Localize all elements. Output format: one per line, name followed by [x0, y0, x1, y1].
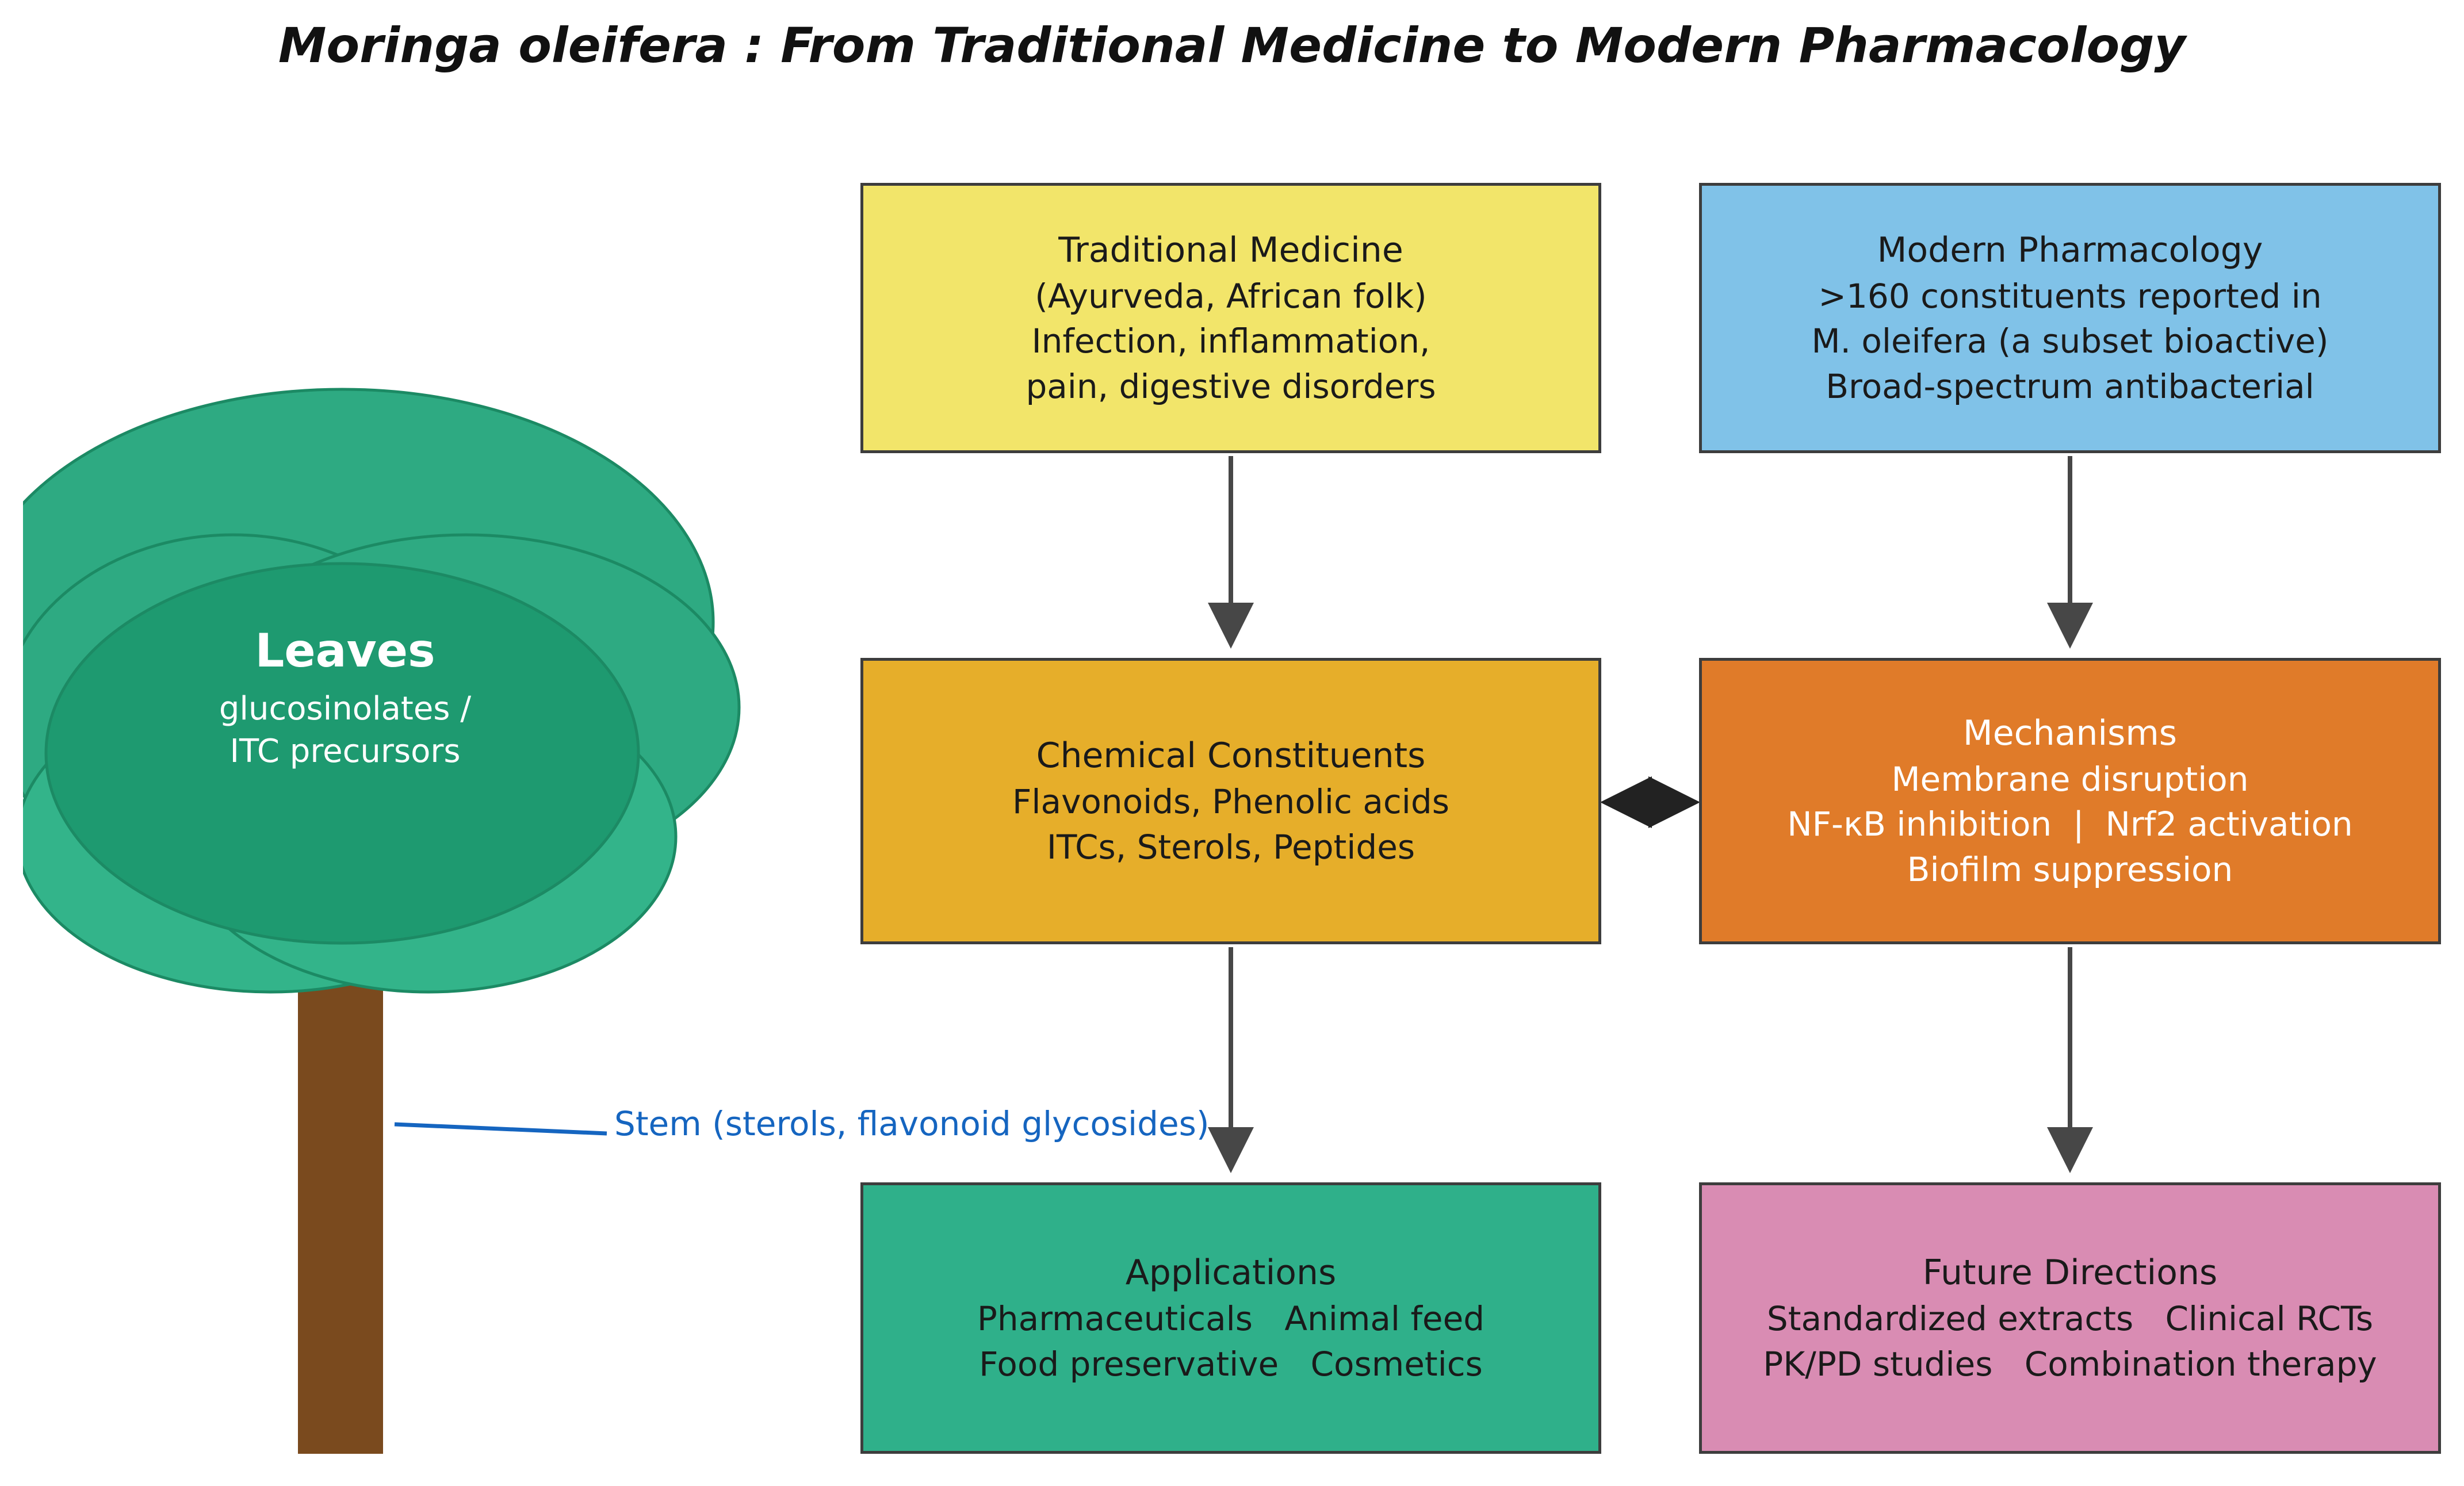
modern-pharmacology-line: >160 constituents reported in — [1818, 277, 2322, 316]
modern-pharmacology-line: M. oleifera (a subset bioactive) — [1811, 321, 2329, 361]
leaves-label: Leaves glucosinolates / ITC precursors — [115, 624, 575, 772]
traditional-medicine-heading: Traditional Medicine — [1058, 230, 1403, 271]
mechanisms-box: Mechanisms Membrane disruption NF-κB inh… — [1699, 658, 2441, 944]
traditional-medicine-line: (Ayurveda, African folk) — [1035, 277, 1427, 316]
tree-trunk — [298, 955, 383, 1454]
future-directions-heading: Future Directions — [1922, 1253, 2218, 1293]
stem-label: Stem (sterols, flavonoid glycosides) — [614, 1104, 1210, 1143]
traditional-medicine-box: Traditional Medicine (Ayurveda, African … — [860, 183, 1601, 453]
modern-pharmacology-heading: Modern Pharmacology — [1877, 230, 2263, 271]
applications-line: Pharmaceuticals Animal feed — [977, 1299, 1485, 1339]
modern-pharmacology-line: Broad-spectrum antibacterial — [1826, 366, 2314, 406]
future-directions-line: PK/PD studies Combination therapy — [1763, 1344, 2377, 1384]
tree-canopy — [23, 388, 741, 994]
applications-line: Food preservative Cosmetics — [979, 1344, 1483, 1384]
traditional-medicine-line: pain, digestive disorders — [1026, 366, 1436, 406]
future-directions-line: Standardized extracts Clinical RCTs — [1766, 1299, 2374, 1339]
modern-pharmacology-box: Modern Pharmacology >160 constituents re… — [1699, 183, 2441, 453]
chemical-constituents-line: Flavonoids, Phenolic acids — [1012, 782, 1449, 822]
applications-box: Applications Pharmaceuticals Animal feed… — [860, 1182, 1601, 1454]
chemical-constituents-line: ITCs, Sterols, Peptides — [1046, 827, 1415, 867]
mechanisms-line: NF-κB inhibition | Nrf2 activation — [1787, 805, 2353, 844]
chemical-constituents-box: Chemical Constituents Flavonoids, Phenol… — [860, 658, 1601, 944]
applications-heading: Applications — [1125, 1253, 1337, 1293]
mechanisms-heading: Mechanisms — [1962, 713, 2178, 754]
leaves-title: Leaves — [255, 624, 435, 677]
mechanisms-line: Membrane disruption — [1891, 760, 2249, 799]
leaves-subtitle-line-1: glucosinolates / — [219, 690, 472, 727]
leaves-subtitle-line-2: ITC precursors — [229, 733, 461, 770]
chemical-constituents-heading: Chemical Constituents — [1036, 736, 1426, 776]
future-directions-box: Future Directions Standardized extracts … — [1699, 1182, 2441, 1454]
stem-callout-line — [394, 1122, 607, 1136]
mechanisms-line: Biofilm suppression — [1907, 849, 2233, 889]
diagram-title: Moringa oleifera : From Traditional Medi… — [278, 17, 2186, 74]
traditional-medicine-line: Infection, inflammation, — [1031, 321, 1430, 361]
